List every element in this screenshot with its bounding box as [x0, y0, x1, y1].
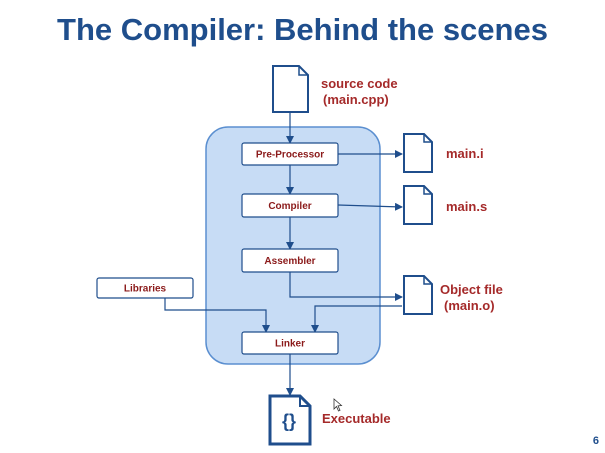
linker-box: Linker [241, 331, 339, 355]
preprocessor-box: Pre-Processor [241, 142, 339, 166]
main-s-file-icon [403, 185, 433, 225]
arrow-compiler-to-main-s [337, 202, 403, 211]
mouse-cursor-icon [333, 398, 343, 412]
compiler-box: Compiler [241, 193, 339, 218]
source-file-icon [272, 65, 309, 113]
main-i-file-icon [403, 133, 433, 173]
main-s-label: main.s [446, 199, 487, 214]
assembler-box: Assembler [241, 248, 339, 273]
page-title: The Compiler: Behind the scenes [57, 12, 548, 47]
source-label-file: (main.cpp) [323, 92, 389, 107]
executable-braces-glyph: {} [282, 411, 296, 431]
linker-label: Linker [275, 339, 305, 350]
libraries-box: Libraries [96, 277, 194, 299]
object-label-name: Object file [440, 282, 503, 297]
executable-file-icon: {} [268, 394, 312, 446]
arrow-object-to-linker [311, 305, 402, 333]
main-i-label: main.i [446, 146, 484, 161]
object-file-icon [403, 275, 433, 315]
assembler-label: Assembler [264, 256, 315, 267]
object-label-file: (main.o) [444, 298, 495, 313]
preprocessor-label: Pre-Processor [256, 150, 324, 161]
source-label-name: source code [321, 76, 398, 91]
arrow-assembler-to-object [289, 272, 403, 301]
compiler-label: Compiler [268, 201, 311, 212]
arrow-libraries-to-linker [164, 298, 270, 333]
libraries-label: Libraries [124, 284, 167, 295]
executable-label: Executable [322, 411, 391, 426]
page-number: 6 [592, 435, 599, 447]
